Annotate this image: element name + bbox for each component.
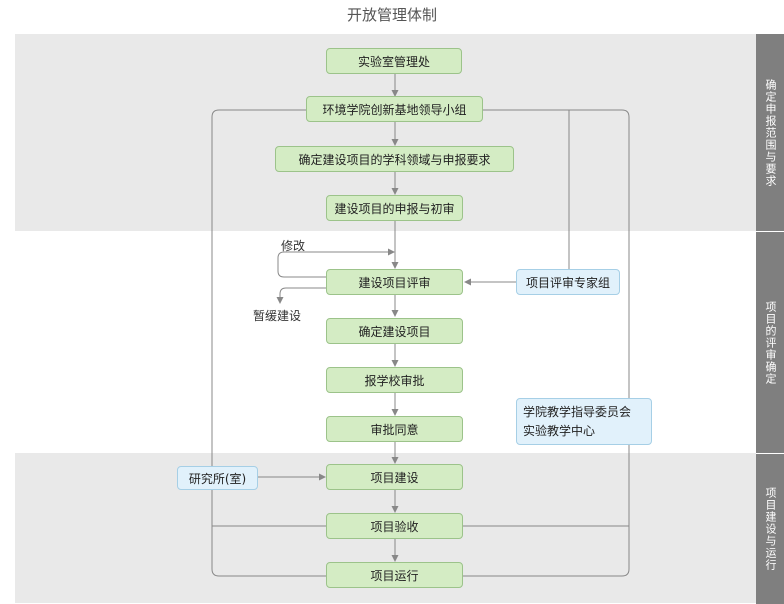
expert-link [482, 109, 570, 269]
accept-node: 项目验收 [326, 513, 463, 539]
modify-label: 修改 [281, 239, 306, 253]
leading-group-node: 环境学院创新基地领导小组 [306, 96, 483, 122]
submit-school-node: 报学校审批 [326, 367, 463, 393]
committee-line: 学院教学指导委员会 [523, 404, 632, 419]
institute-node: 研究所(室) [177, 466, 258, 490]
committee-line: 实验教学中心 [523, 423, 596, 438]
define-scope-node: 确定建设项目的学科领域与申报要求 [275, 146, 514, 172]
section-label-text: 项目建设与运行 [764, 487, 777, 571]
diagram-title: 开放管理体制 [346, 6, 437, 24]
operate-node: 项目运行 [326, 562, 463, 588]
section-label-text: 确定申报范围与要求 [764, 78, 777, 187]
section-label-build: 项目建设与运行 [756, 453, 784, 604]
postpone-branch [276, 287, 327, 304]
lab-office-node: 实验室管理处 [326, 48, 462, 74]
apply-review-node: 建设项目的申报与初审 [326, 195, 463, 221]
section-label-text: 项目的评审确定 [764, 301, 777, 385]
project-review-node: 建设项目评审 [326, 269, 463, 295]
section-label-review: 项目的评审确定 [756, 231, 784, 454]
expert-group-node: 项目评审专家组 [516, 269, 620, 295]
section-label-scope: 确定申报范围与要求 [756, 34, 784, 231]
confirm-project-node: 确定建设项目 [326, 318, 463, 344]
committee-node: 学院教学指导委员会 实验教学中心 [516, 398, 652, 445]
modify-loop [277, 248, 395, 278]
left-frame [211, 109, 327, 577]
postpone-label: 暂缓建设 [253, 309, 302, 323]
right-frame [463, 109, 630, 577]
build-node: 项目建设 [326, 464, 463, 490]
approve-node: 审批同意 [326, 416, 463, 442]
